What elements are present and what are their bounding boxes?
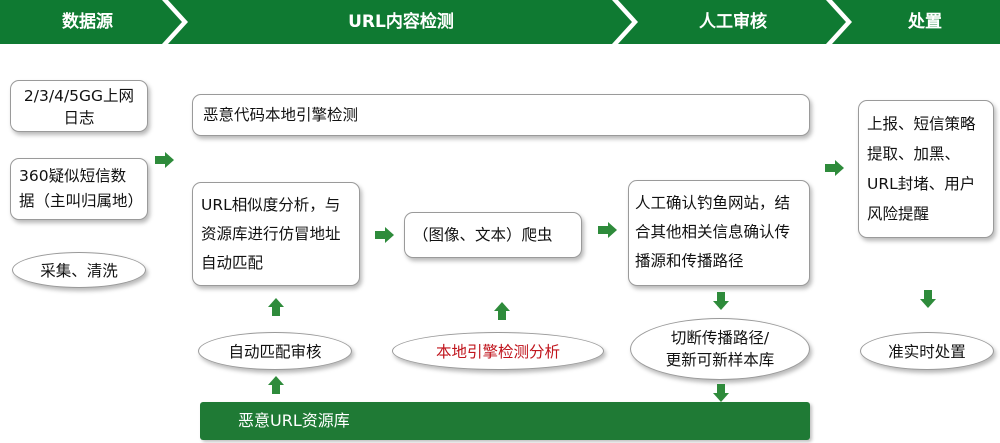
stage-label-data-source: 数据源	[62, 12, 113, 32]
down-arrow-icon	[920, 290, 936, 308]
right-arrow-icon	[375, 227, 394, 243]
right-arrow-icon	[155, 152, 174, 168]
stage-label-manual-review: 人工审核	[699, 12, 767, 32]
right-arrow-icon	[598, 222, 617, 238]
collect-clean-oval: 采集、清洗	[12, 252, 146, 288]
stage-chevron-disposal	[832, 0, 1000, 44]
stage-chevron-manual-review	[618, 0, 846, 44]
stage-chevron-url-detection	[168, 0, 632, 44]
local-engine-box: 恶意代码本地引擎检测	[192, 94, 810, 136]
stage-chevron-data-source	[0, 0, 182, 44]
up-arrow-icon	[268, 298, 284, 316]
crawler-box: （图像、文本）爬虫	[404, 212, 582, 258]
data-source-sms-box: 360疑似短信数据（主叫归属地）	[10, 158, 148, 220]
stage-label-disposal: 处置	[908, 12, 942, 32]
down-arrow-icon	[713, 384, 729, 402]
malicious-url-db-bar: 恶意URL资源库	[200, 402, 810, 440]
manual-review-box: 人工确认钓鱼网站，结合其他相关信息确认传播源和传播路径	[628, 180, 810, 286]
cut-path-line2: 更新可新样本库	[665, 351, 775, 369]
right-arrow-icon	[825, 160, 844, 176]
up-arrow-icon	[268, 376, 284, 394]
up-arrow-icon	[494, 302, 510, 320]
cut-path-oval: 切断传播路径/ 更新可新样本库	[630, 318, 810, 380]
local-engine-analysis-oval: 本地引擎检测分析	[392, 332, 604, 370]
data-source-log-box: 2/3/4/5GG上网日志	[10, 80, 148, 132]
down-arrow-icon	[713, 292, 729, 310]
realtime-disposal-oval: 准实时处置	[860, 332, 994, 370]
auto-match-oval: 自动匹配审核	[198, 332, 352, 370]
disposal-box: 上报、短信策略提取、加黑、URL封堵、用户风险提醒	[858, 100, 994, 238]
stage-banner	[0, 0, 1000, 44]
cut-path-line1: 切断传播路径/	[670, 329, 770, 347]
stage-label-url-detection: URL内容检测	[348, 12, 454, 32]
url-similarity-box: URL相似度分析，与资源库进行仿冒地址自动匹配	[192, 182, 360, 286]
